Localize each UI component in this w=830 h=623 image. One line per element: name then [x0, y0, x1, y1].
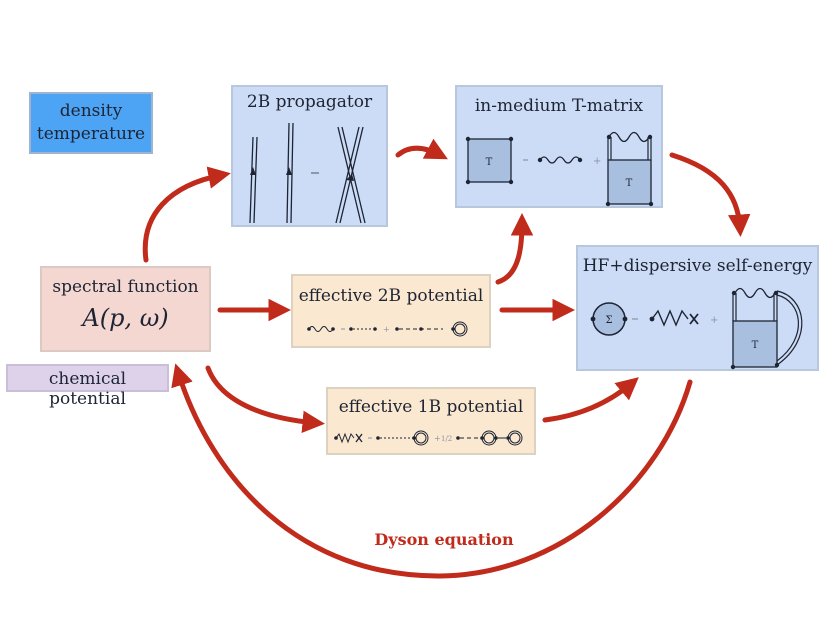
density-temperature-box: density temperature	[29, 92, 153, 154]
tmatrix-diagram: T + T	[465, 131, 654, 207]
eff1b-diagram: + 1/2	[334, 430, 523, 446]
svg-text:T: T	[626, 178, 633, 189]
svg-text:+: +	[710, 315, 718, 326]
arrow-propagator-to-tmatrix	[395, 138, 448, 160]
spectral-formula: A(p, ω)	[82, 304, 169, 332]
dyson-equation-label: Dyson equation	[374, 530, 514, 549]
temperature-label: temperature	[36, 124, 146, 144]
propagator-title: 2B propagator	[246, 92, 373, 112]
arrow-spectral-to-eff1b	[205, 365, 325, 434]
selfenergy-diagram: Σ + T	[590, 287, 803, 370]
arrow-eff1b-to-selfenergy	[542, 377, 639, 423]
arrow-dyson	[171, 363, 693, 579]
propagator-box: 2B propagator	[231, 85, 388, 227]
density-label: density	[59, 101, 123, 121]
effective-2b-box: effective 2B potential +	[291, 274, 491, 348]
effective-1b-box: effective 1B potential + 1/2	[326, 387, 536, 455]
svg-text:+: +	[434, 434, 441, 443]
propagator-diagram	[249, 122, 366, 224]
selfenergy-title: HF+dispersive self-energy	[582, 256, 813, 276]
chemical-title: chemical potential	[48, 369, 127, 409]
selfenergy-t-label: T	[752, 340, 759, 351]
svg-text:+: +	[593, 156, 601, 167]
svg-text:+: +	[383, 325, 390, 334]
tmatrix-t-label: T	[486, 157, 493, 168]
arrow-eff2b-to-tmatrix	[495, 213, 534, 285]
arrow-spectral-to-propagator	[142, 166, 231, 263]
eff2b-title: effective 2B potential	[298, 286, 484, 306]
spectral-function-box: spectral function A(p, ω)	[40, 266, 211, 352]
spectral-title: spectral function	[52, 277, 199, 297]
eff1b-title: effective 1B potential	[338, 397, 524, 417]
eff2b-diagram: +	[307, 321, 468, 337]
arrow-tmatrix-to-selfenergy	[669, 152, 751, 237]
chemical-potential-box: chemical potential	[6, 364, 169, 409]
selfenergy-box: HF+dispersive self-energy Σ + T	[576, 245, 819, 371]
tmatrix-box: in-medium T-matrix T + T	[455, 85, 663, 208]
eff1b-half: 1/2	[441, 435, 452, 443]
tmatrix-title: in-medium T-matrix	[474, 96, 644, 116]
sigma-label: Σ	[605, 315, 612, 326]
